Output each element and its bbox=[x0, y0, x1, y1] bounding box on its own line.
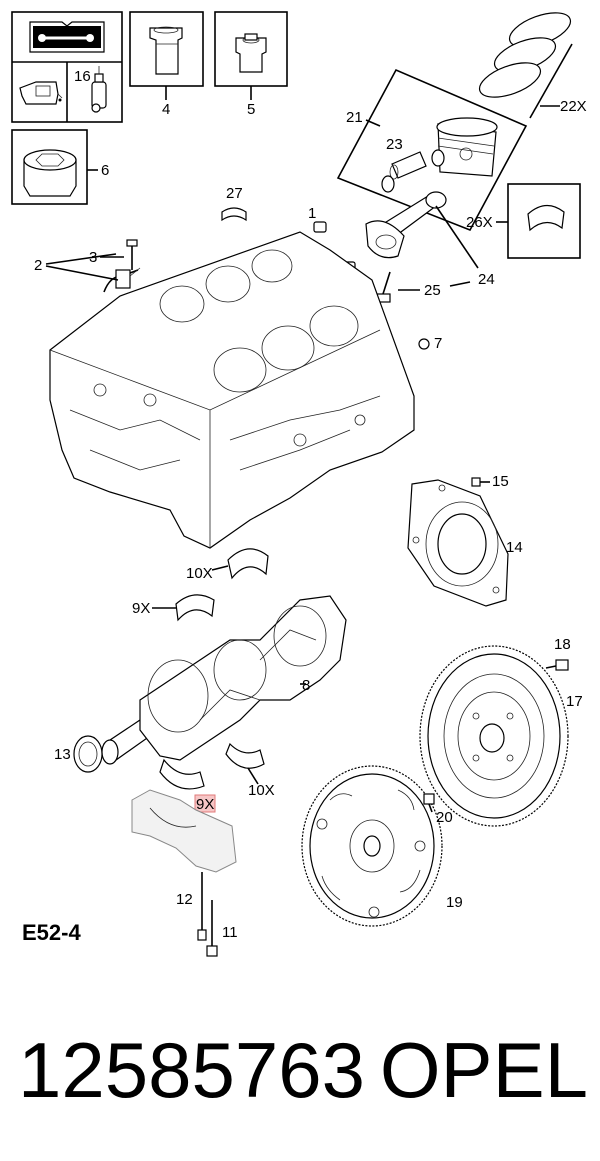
piston-pin-icon bbox=[389, 151, 427, 180]
bearing-cap-icon bbox=[131, 789, 237, 873]
dowel-1-icon bbox=[313, 221, 327, 233]
snap-ring-left bbox=[381, 175, 395, 193]
callout-6: 6 bbox=[101, 162, 109, 179]
piston-icon bbox=[436, 117, 498, 177]
callout-9x-lower: 9X bbox=[196, 796, 214, 813]
callout-20: 20 bbox=[436, 809, 453, 826]
callout-14: 14 bbox=[506, 539, 523, 556]
callout-10x-upper: 10X bbox=[186, 565, 213, 582]
callout-19: 19 bbox=[446, 894, 463, 911]
main-bearing-lower-9x-icon bbox=[159, 758, 205, 790]
callout-8: 8 bbox=[302, 677, 310, 694]
oil-can-icon bbox=[19, 81, 63, 105]
callout-4: 4 bbox=[162, 101, 170, 118]
connecting-rod-icon bbox=[365, 191, 447, 259]
callout-17: 17 bbox=[566, 693, 583, 710]
footer: 12585763 OPEL bbox=[0, 1020, 600, 1130]
callout-23: 23 bbox=[386, 136, 403, 153]
callout-21: 21 bbox=[346, 109, 363, 126]
callout-7: 7 bbox=[434, 335, 442, 352]
part-box-26x bbox=[507, 183, 581, 259]
flex-plate-icon bbox=[301, 765, 443, 927]
main-bearing-upper-10x-icon bbox=[227, 548, 269, 580]
part-number: 12585763 bbox=[18, 1026, 366, 1114]
callout-2: 2 bbox=[34, 257, 42, 274]
callout-10x-lower: 10X bbox=[248, 782, 275, 799]
callout-3: 3 bbox=[89, 249, 97, 266]
section-code: E52-4 bbox=[22, 920, 81, 945]
bearing-shell-27-icon bbox=[221, 207, 247, 222]
bolt-18-icon bbox=[545, 659, 569, 671]
callout-27: 27 bbox=[226, 185, 243, 202]
rod-bearing-icon bbox=[527, 204, 565, 232]
front-seal-13-icon bbox=[73, 735, 103, 773]
bolt-11-icon bbox=[206, 900, 218, 957]
hex-plug-icon bbox=[23, 149, 77, 197]
brand-name: OPEL bbox=[379, 1026, 588, 1114]
bolt-3-icon bbox=[126, 239, 138, 270]
main-bearing-lower-10x-icon bbox=[225, 742, 265, 769]
callout-13: 13 bbox=[54, 746, 71, 763]
book-wrench-icon bbox=[29, 21, 105, 53]
engine-block-icon bbox=[49, 231, 415, 549]
oil-jet-icon bbox=[103, 267, 141, 293]
bolt-12-icon bbox=[197, 872, 207, 941]
bolt-20-icon bbox=[423, 793, 435, 813]
callout-9x-upper: 9X bbox=[132, 600, 150, 617]
exploded-parts-diagram: 16 4 5 6 21 23 bbox=[11, 11, 587, 957]
callout-25: 25 bbox=[424, 282, 441, 299]
part-box-6 bbox=[11, 129, 88, 205]
callout-22x: 22X bbox=[560, 98, 587, 115]
sealant-tube-icon bbox=[91, 66, 107, 113]
piston-rings-icon bbox=[478, 12, 572, 98]
snap-ring-right bbox=[431, 149, 445, 167]
callout-12: 12 bbox=[176, 891, 193, 908]
callout-1: 1 bbox=[308, 205, 316, 222]
callout-11: 11 bbox=[222, 924, 238, 941]
flywheel-icon bbox=[419, 645, 569, 827]
callout-24: 24 bbox=[478, 271, 495, 288]
bolt-15-icon bbox=[471, 477, 490, 487]
callout-5: 5 bbox=[247, 101, 255, 118]
callout-26x: 26X bbox=[466, 214, 493, 231]
callout-16: 16 bbox=[74, 68, 91, 85]
callout-9x-highlight bbox=[194, 794, 216, 813]
manual-tool-panel bbox=[11, 11, 123, 123]
main-bearing-upper-9x-icon bbox=[175, 594, 215, 622]
callout-15: 15 bbox=[492, 473, 509, 490]
bushing-icon bbox=[149, 26, 183, 75]
plug-icon bbox=[235, 33, 267, 73]
plug-7-icon bbox=[418, 338, 430, 350]
rear-seal-housing-icon bbox=[407, 479, 509, 607]
callout-18: 18 bbox=[554, 636, 571, 653]
